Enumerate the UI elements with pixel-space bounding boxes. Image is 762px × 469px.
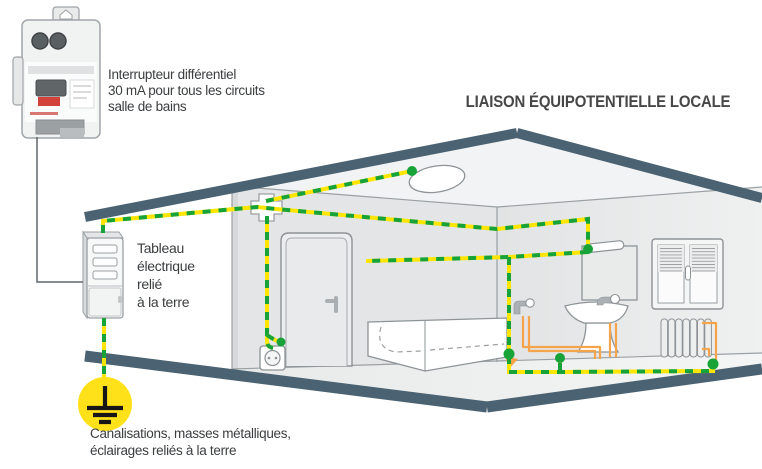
door-inner-panel	[285, 237, 348, 366]
junction-dot-radiator	[707, 358, 719, 370]
breaker-to-panel-wire	[36, 137, 83, 283]
electrical-panel	[82, 230, 124, 320]
bonding-junction-dots	[276, 166, 719, 370]
breaker-note-line1: Interrupteur différentiel	[108, 67, 236, 82]
breaker-label-text-lines	[73, 85, 91, 99]
sink-tap-handle-icon	[609, 293, 621, 305]
cutaway-structure-bars	[84, 128, 762, 413]
pedestal-sink	[564, 293, 629, 353]
breaker-mount-hole	[59, 9, 73, 20]
earth-ground-icon	[78, 377, 132, 431]
breaker-bottom-step	[60, 128, 84, 137]
breaker-terminal-screw-left	[31, 32, 49, 50]
breaker-switch-lever	[35, 79, 67, 97]
junction-dot-bathtub	[503, 348, 515, 360]
window-louvers-left	[660, 248, 682, 272]
window-louvers-right	[692, 248, 715, 272]
panel-slot-3	[92, 270, 118, 280]
roof-bar-right	[515, 128, 762, 203]
junction-dot-mirror-light	[583, 244, 593, 254]
breaker-note-line2: 30 mA pour tous les circuits	[108, 83, 265, 98]
bathtub	[367, 317, 508, 372]
panel-note: Tableau électrique relié à la terre	[137, 240, 196, 310]
panel-slot-1	[92, 244, 118, 254]
door-handle-icon	[334, 296, 338, 313]
bathtub-pipe-2	[527, 316, 597, 359]
radiator-pipe-2	[702, 347, 711, 356]
panel-door-latch	[118, 296, 122, 303]
ceiling-light-icon	[408, 164, 466, 194]
floor-bar-left	[84, 350, 488, 413]
earth-note-line1: Canalisations, masses métalliques,	[90, 426, 291, 441]
bathtub-pipe-1	[521, 316, 602, 359]
breaker-note: Interrupteur différentiel 30 mA pour tou…	[108, 67, 266, 114]
panel-slot-2	[92, 257, 118, 267]
breaker-label-window	[28, 66, 94, 74]
earth-note-line2: éclairages reliés à la terre	[90, 443, 236, 458]
junction-dot-sink	[555, 353, 565, 363]
bathtub-inner-dashed-edge	[379, 326, 422, 353]
mirror	[581, 245, 638, 301]
ceiling-plane	[258, 138, 716, 208]
breaker-rating-label	[69, 79, 95, 109]
earth-note: Canalisations, masses métalliques, éclai…	[90, 426, 291, 458]
radiator-pipe-1	[702, 321, 718, 361]
roof-bar-left	[84, 128, 518, 222]
breaker-note-line3: salle de bains	[108, 99, 187, 114]
floor-bar-right	[486, 363, 762, 413]
breaker-side-tab	[12, 56, 24, 106]
left-wall-cut-strip	[232, 187, 238, 369]
window-handle-icon	[685, 265, 691, 281]
breaker-brand-mark	[30, 112, 58, 115]
shuttered-window	[651, 238, 724, 310]
panel-note-line1: Tableau	[137, 240, 184, 256]
differential-breaker-device	[12, 6, 101, 139]
panel-door	[88, 287, 122, 317]
water-pipes	[505, 316, 718, 369]
door	[280, 232, 353, 367]
junction-dot-socket	[276, 337, 286, 347]
junction-dot-ceiling-light	[407, 166, 417, 176]
bathtub-rim-dashed-edge	[429, 343, 505, 351]
door-handle-lever-icon	[325, 299, 336, 303]
panel-note-line2: électrique	[137, 258, 195, 274]
breaker-terminal-screw-right	[49, 32, 67, 50]
diagram-title: LIAISON ÉQUIPOTENTIELLE LOCALE	[466, 91, 731, 111]
breaker-red-indicator	[38, 97, 60, 106]
radiator-icon	[660, 318, 712, 358]
bathtub-faucet-icon	[513, 298, 535, 315]
panel-note-line4: à la terre	[137, 294, 190, 310]
panel-note-line3: relié	[137, 276, 162, 292]
